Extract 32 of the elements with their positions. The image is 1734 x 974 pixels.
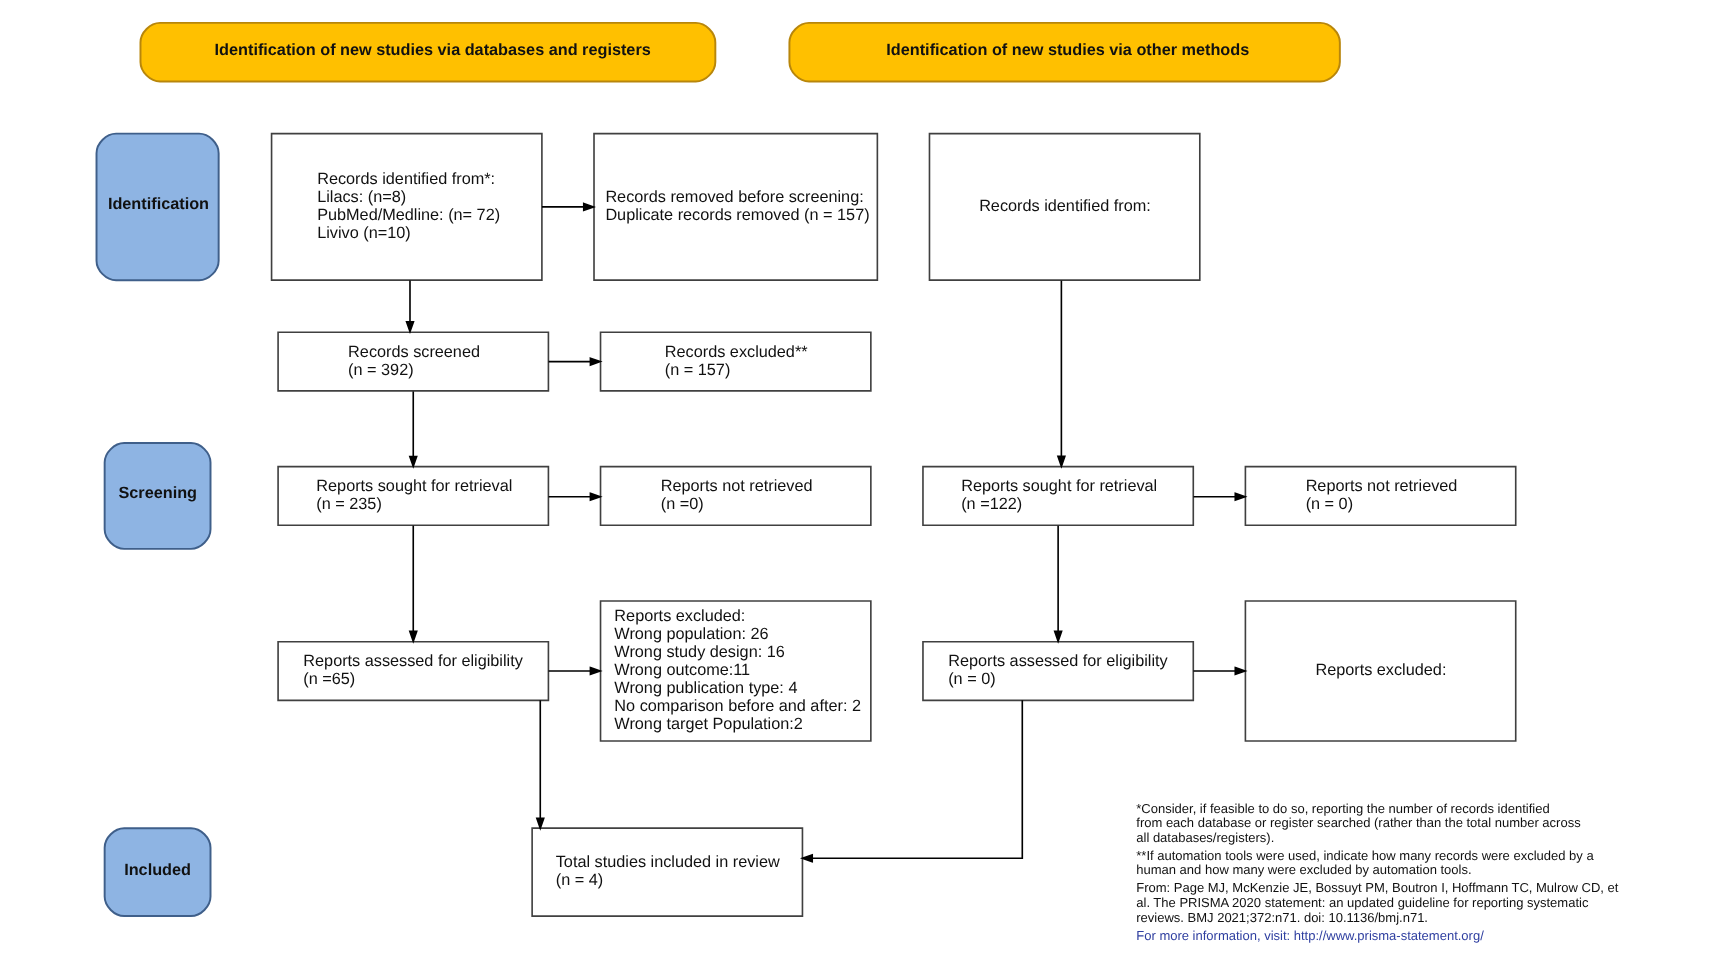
node-box: Included — [102, 827, 211, 918]
node-box: Reports sought for retrieval (n =122) — [921, 465, 1194, 527]
node-box: Identification of new studies via other methods — [787, 21, 1340, 83]
arrow — [546, 492, 602, 502]
arrow — [799, 699, 1023, 863]
arrow — [1191, 492, 1247, 502]
arrow — [546, 666, 602, 676]
arrow — [1191, 666, 1247, 676]
arrow — [1055, 279, 1065, 469]
node-box: Screening — [102, 442, 211, 550]
node-box: Reports not retrieved (n =0) — [598, 465, 871, 527]
arrow — [1052, 524, 1062, 644]
arrow — [534, 699, 544, 831]
node-box: Reports not retrieved (n = 0) — [1243, 465, 1516, 527]
node-box: Reports excluded: Wrong population: 26 Wrong study design: 16 Wrong outcome:11 Wrong publication type: 4 No comparison before and after: 2 Wrong target Population:2 — [598, 600, 871, 742]
arrow — [407, 390, 417, 469]
arrow — [546, 357, 602, 367]
node-box: Total studies included in review (n = 4) — [530, 827, 803, 917]
node-box: Reports sought for retrieval (n = 235) — [276, 465, 549, 527]
node-box: Reports assessed for eligibility (n = 0) — [921, 640, 1194, 702]
node-box: Reports excluded: — [1243, 600, 1516, 742]
node-box: Identification of new studies via databases and registers — [138, 21, 716, 83]
arrow — [540, 202, 595, 212]
arrow — [404, 279, 414, 335]
node-box: Records identified from*: Lilacs: (n=8) PubMed/Medline: (n= 72) Livivo (n=10) — [269, 132, 542, 281]
node-box: Records screened (n = 392) — [276, 331, 549, 392]
node-box: Records excluded** (n = 157) — [598, 331, 871, 392]
node-box: Records identified from: — [927, 132, 1200, 281]
arrow — [407, 524, 417, 644]
node-box: Identification — [94, 132, 219, 282]
node-box: Records removed before screening: Duplicate records removed (n = 157) — [592, 132, 878, 281]
node-box: Reports assessed for eligibility (n =65) — [276, 640, 549, 702]
